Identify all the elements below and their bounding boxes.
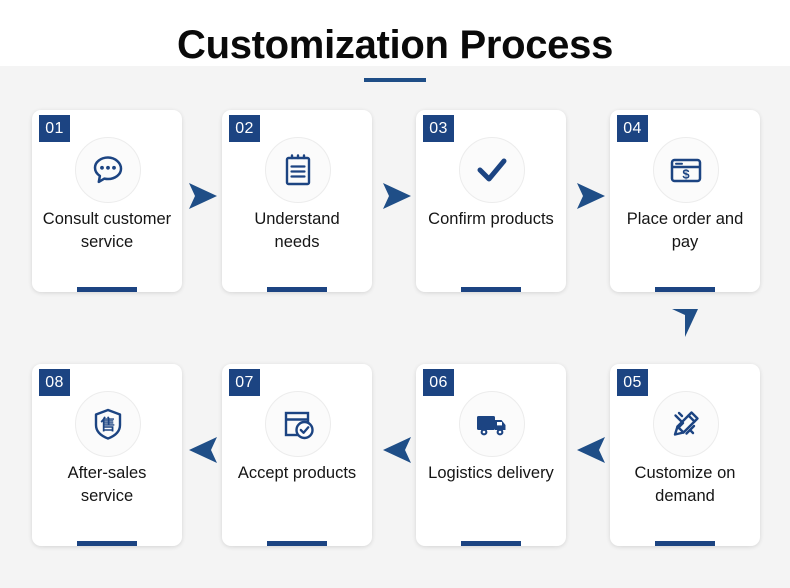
box-check-icon (265, 391, 331, 457)
title-accent-bar (364, 78, 426, 82)
step-card-05[interactable]: Customize on demand 05 (610, 364, 760, 546)
card-surface: 售 After-sales service (32, 364, 182, 546)
card-surface: Understand needs (222, 110, 372, 292)
card-surface: $ Place order and pay (610, 110, 760, 292)
step-badge: 02 (229, 115, 260, 142)
step-label: Logistics delivery (428, 464, 554, 482)
step-card-02[interactable]: Understand needs 02 (222, 110, 372, 292)
svg-text:售: 售 (100, 416, 115, 434)
step-badge: 07 (229, 369, 260, 396)
step-label: Understand needs (254, 210, 340, 251)
step-card-06[interactable]: Logistics delivery 06 (416, 364, 566, 546)
step-card-03[interactable]: Confirm products 03 (416, 110, 566, 292)
step-label: Place order and pay (626, 210, 744, 251)
chat-bubble-icon (75, 137, 141, 203)
page-title: Customization Process (176, 23, 614, 67)
card-underline (267, 287, 327, 292)
step-label: Consult customer service (42, 210, 172, 251)
shield-sale-icon: 售 (75, 391, 141, 457)
card-surface: Consult customer service (32, 110, 182, 292)
card-underline (655, 287, 715, 292)
header-band (0, 0, 790, 66)
clipboard-icon (265, 137, 331, 203)
card-underline (461, 541, 521, 546)
step-badge: 03 (423, 115, 454, 142)
card-underline (77, 287, 137, 292)
step-badge: 08 (39, 369, 70, 396)
arrow-left-icon (574, 435, 608, 465)
arrow-down-icon (670, 306, 700, 340)
pen-ruler-icon (653, 391, 719, 457)
card-surface: Logistics delivery (416, 364, 566, 546)
step-badge: 05 (617, 369, 648, 396)
card-surface: Accept products (222, 364, 372, 546)
arrow-left-icon (380, 435, 414, 465)
card-surface: Customize on demand (610, 364, 760, 546)
svg-text:$: $ (682, 167, 690, 182)
arrow-left-icon (186, 435, 220, 465)
arrow-right-icon (186, 181, 220, 211)
step-badge: 06 (423, 369, 454, 396)
step-card-08[interactable]: 售 After-sales service 08 (32, 364, 182, 546)
delivery-truck-icon (459, 391, 525, 457)
step-label: Confirm products (428, 210, 554, 228)
step-card-04[interactable]: $ Place order and pay 04 (610, 110, 760, 292)
card-underline (267, 541, 327, 546)
credit-card-dollar-icon: $ (653, 137, 719, 203)
arrow-right-icon (380, 181, 414, 211)
card-underline (77, 541, 137, 546)
arrow-right-icon (574, 181, 608, 211)
check-icon (459, 137, 525, 203)
step-badge: 04 (617, 115, 648, 142)
step-badge: 01 (39, 115, 70, 142)
step-card-01[interactable]: Consult customer service 01 (32, 110, 182, 292)
step-label: Customize on demand (634, 464, 736, 505)
card-surface: Confirm products (416, 110, 566, 292)
step-label: After-sales service (67, 464, 147, 505)
card-underline (655, 541, 715, 546)
card-underline (461, 287, 521, 292)
step-card-07[interactable]: Accept products 07 (222, 364, 372, 546)
step-label: Accept products (237, 464, 357, 482)
